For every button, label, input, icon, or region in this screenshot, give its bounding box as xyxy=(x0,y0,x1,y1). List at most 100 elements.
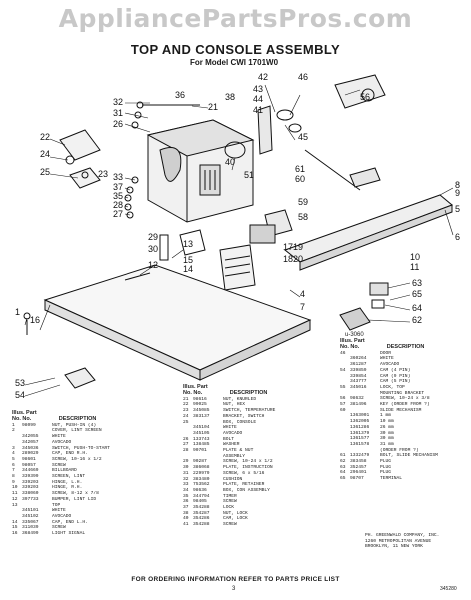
table3-header-no: No. No. xyxy=(340,344,360,350)
callout-51: 51 xyxy=(244,170,254,180)
part-no-cell: 289029 xyxy=(22,451,39,457)
description-cell: WASHER xyxy=(223,442,240,448)
description-cell: BUMPER, LINT LID xyxy=(52,496,97,502)
description-cell: CAM, LOCK xyxy=(223,516,248,522)
callout-46: 46 xyxy=(298,72,308,82)
illus-no-cell: 30 xyxy=(183,465,189,471)
callout-31: 31 xyxy=(113,108,123,118)
table3-header-illus: Illus. Part xyxy=(340,338,365,344)
lower-left-parts xyxy=(23,312,96,389)
part-no-cell: 1361286 xyxy=(350,424,370,430)
part-no-cell: 345105 xyxy=(193,430,210,436)
part-no-cell: 354288 xyxy=(193,522,210,528)
illus-no-cell: 15 xyxy=(12,525,18,531)
illus-no-cell: 60 xyxy=(340,407,346,413)
illus-no-cell: 37 xyxy=(183,505,189,511)
table3-header-desc: DESCRIPTION xyxy=(386,344,425,350)
illus-no-cell: 24 xyxy=(183,413,189,419)
part-no-cell: 753562 xyxy=(193,482,210,488)
callout-54: 54 xyxy=(15,390,25,400)
illus-no-cell: 7 xyxy=(12,468,15,474)
callout-29: 29 xyxy=(148,232,158,242)
switch-bracket xyxy=(59,129,101,189)
description-cell: AVOCADO xyxy=(380,362,400,368)
description-cell: 26 mm xyxy=(380,424,394,430)
illus-no-cell: 40 xyxy=(183,516,189,522)
illus-no-cell: 1 xyxy=(12,422,15,428)
callout-24: 24 xyxy=(40,149,50,159)
description-cell: BILLBOARD xyxy=(52,468,77,474)
description-cell: AVOCADO xyxy=(223,430,243,436)
table1-header-illus: Illus. Part xyxy=(12,410,37,416)
description-cell: SCREW, 6 x 5/16 xyxy=(223,470,265,476)
description-cell: NUT, LOCK xyxy=(223,510,248,516)
callout-17: 17 xyxy=(283,242,293,252)
callout-53: 53 xyxy=(15,378,25,388)
description-cell: DOOR xyxy=(380,350,392,356)
part-no-cell: 339854 xyxy=(350,373,367,379)
description-cell: BOX, CON ASSEMBLY xyxy=(223,487,270,493)
description-cell: NUT, PUSH-IN (4) xyxy=(52,422,97,428)
part-no-cell: 368499 xyxy=(22,531,39,537)
part-no-cell: 99025 xyxy=(193,402,207,408)
description-cell: MOUNTING BRACKET xyxy=(380,390,425,396)
illus-no-cell: 21 xyxy=(183,396,189,402)
description-cell: BOLT, SLIDE MECHANISM xyxy=(380,453,438,459)
description-cell: WHITE xyxy=(52,508,66,514)
part-no-cell: 133743 xyxy=(193,436,210,442)
part-no-cell: 344669 xyxy=(22,468,39,474)
table2-row: 345105 AVOCADO xyxy=(183,431,305,437)
description-cell: HINGE, R.H. xyxy=(52,485,83,491)
part-no-cell: 1361577 xyxy=(350,436,370,442)
illus-no-cell: 9 xyxy=(12,479,15,485)
table1-row: 7 344669 BILLBOARD xyxy=(12,468,122,474)
callout-37: 37 xyxy=(113,182,123,192)
callout-7: 7 xyxy=(300,302,305,312)
part-no-cell: 344794 xyxy=(193,493,210,499)
description-cell: CAM (5 PIN) xyxy=(380,379,411,385)
callout-58: 58 xyxy=(298,212,308,222)
illus-no-cell: 41 xyxy=(183,522,189,528)
callout-30: 30 xyxy=(148,244,158,254)
part-no-cell: 296401 xyxy=(350,470,367,476)
illus-no-cell: 10 xyxy=(12,485,18,491)
part-no-cell: 345102 xyxy=(22,513,39,519)
part-no-cell: 342055 xyxy=(22,434,39,440)
description-cell: SCREEN, LINT xyxy=(52,474,86,480)
callout-43: 43 xyxy=(253,84,263,94)
illus-no-cell: 27 xyxy=(183,442,189,448)
illus-no-cell: 46 xyxy=(340,350,346,356)
table1-header-no: No. No. xyxy=(12,416,32,422)
part-no-cell: 98601 xyxy=(22,456,36,462)
part-no-cell: 311039 xyxy=(22,525,39,531)
part-no-cell: 339203 xyxy=(22,479,39,485)
description-cell: CUSHION xyxy=(223,476,243,482)
illus-no-cell: 56 xyxy=(340,396,346,402)
illus-no-cell: 13 xyxy=(12,502,18,508)
callout-45: 45 xyxy=(298,132,308,142)
part-no-cell: 360264 xyxy=(350,356,367,362)
illus-no-cell: 32 xyxy=(183,476,189,482)
callout-5: 5 xyxy=(455,204,460,214)
table1-header-desc: DESCRIPTION xyxy=(58,416,97,422)
description-cell: SWITCH, TEMPERATURE xyxy=(223,408,276,414)
